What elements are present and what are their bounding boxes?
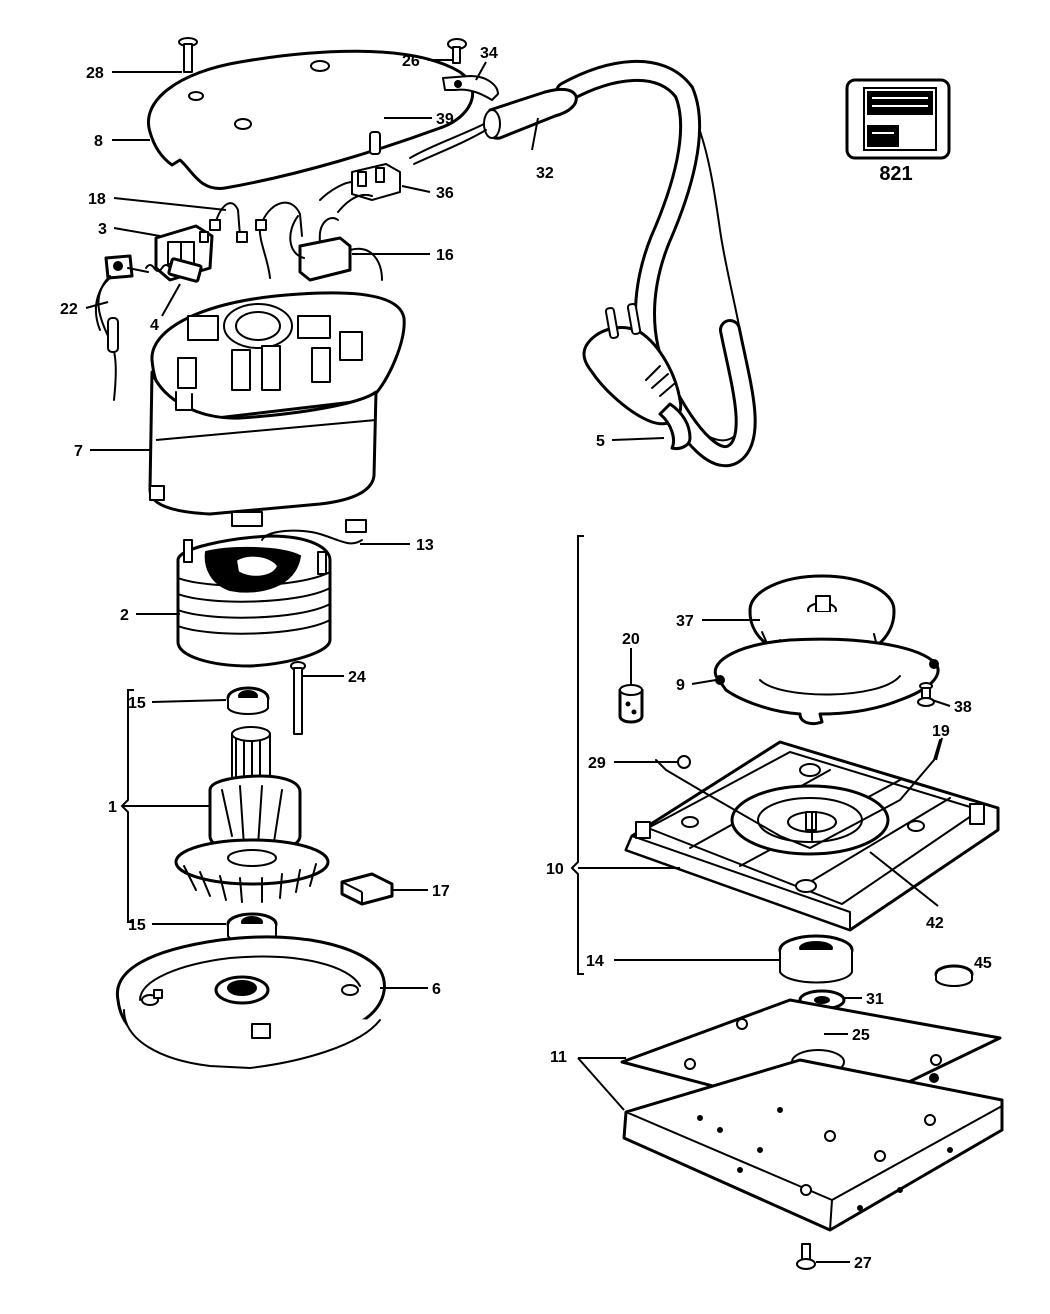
screw-24 xyxy=(290,661,306,735)
label-16: 16 xyxy=(436,247,454,264)
label-14: 14 xyxy=(586,953,604,970)
label-17: 17 xyxy=(432,883,450,900)
top-cover xyxy=(147,49,474,190)
wire-connectors xyxy=(209,201,303,279)
capacitor xyxy=(289,215,383,282)
base-housing xyxy=(115,935,386,1069)
label-9: 9 xyxy=(676,677,685,694)
label-8: 8 xyxy=(94,133,103,150)
badge-number: 821 xyxy=(879,163,912,185)
brush-holder xyxy=(94,254,149,401)
label-42: 42 xyxy=(926,915,944,932)
label-6: 6 xyxy=(432,981,441,998)
label-19: 19 xyxy=(932,723,950,740)
label-29: 29 xyxy=(588,755,606,772)
label-15-bottom: 15 xyxy=(128,917,146,934)
label-27: 27 xyxy=(854,1255,872,1272)
label-45: 45 xyxy=(974,955,992,972)
label-2: 2 xyxy=(120,607,129,624)
mains-plug xyxy=(582,303,692,450)
badge-821: 821 xyxy=(845,78,951,185)
label-11: 11 xyxy=(550,1049,567,1066)
part-labels: 28 26 34 8 39 32 18 36 3 16 22 4 7 5 13 … xyxy=(60,45,992,1272)
screw-27 xyxy=(796,1243,816,1270)
power-cord xyxy=(409,60,757,467)
label-31: 31 xyxy=(866,991,884,1008)
bearing-top xyxy=(226,686,270,715)
label-39: 39 xyxy=(436,111,454,128)
label-22: 22 xyxy=(60,301,78,318)
armature xyxy=(174,726,330,903)
label-13: 13 xyxy=(416,537,434,554)
label-36: 36 xyxy=(436,185,454,202)
pad-bearing xyxy=(778,934,854,984)
cord-clamp xyxy=(442,75,499,101)
leader-lines xyxy=(85,59,951,1263)
label-3: 3 xyxy=(98,221,107,238)
label-38: 38 xyxy=(954,699,972,716)
label-1: 1 xyxy=(108,799,117,816)
terminal-block xyxy=(319,131,401,213)
sanding-pad xyxy=(622,1058,1004,1232)
label-37: 37 xyxy=(676,613,694,630)
screw-28 xyxy=(178,37,198,73)
label-15-top: 15 xyxy=(128,695,146,712)
pad-bracket xyxy=(713,637,940,726)
screw-38 xyxy=(917,682,935,707)
screw-26 xyxy=(447,38,467,64)
rubber-pad xyxy=(934,964,974,987)
label-4: 4 xyxy=(150,317,159,334)
label-32: 32 xyxy=(536,165,554,182)
label-7: 7 xyxy=(74,443,83,460)
bracket-10 xyxy=(570,535,584,975)
label-5: 5 xyxy=(596,433,605,450)
rubber-foot xyxy=(618,684,644,724)
label-24: 24 xyxy=(348,669,366,686)
label-10: 10 xyxy=(546,861,564,878)
motor-housing xyxy=(148,291,406,527)
label-28: 28 xyxy=(86,65,104,82)
label-26: 26 xyxy=(402,53,420,70)
label-25: 25 xyxy=(852,1027,870,1044)
dust-cover xyxy=(340,872,394,906)
label-18: 18 xyxy=(88,191,106,208)
field-stator xyxy=(176,519,367,668)
label-20: 20 xyxy=(622,631,640,648)
label-34: 34 xyxy=(480,45,498,62)
carbon-brush xyxy=(145,257,203,283)
